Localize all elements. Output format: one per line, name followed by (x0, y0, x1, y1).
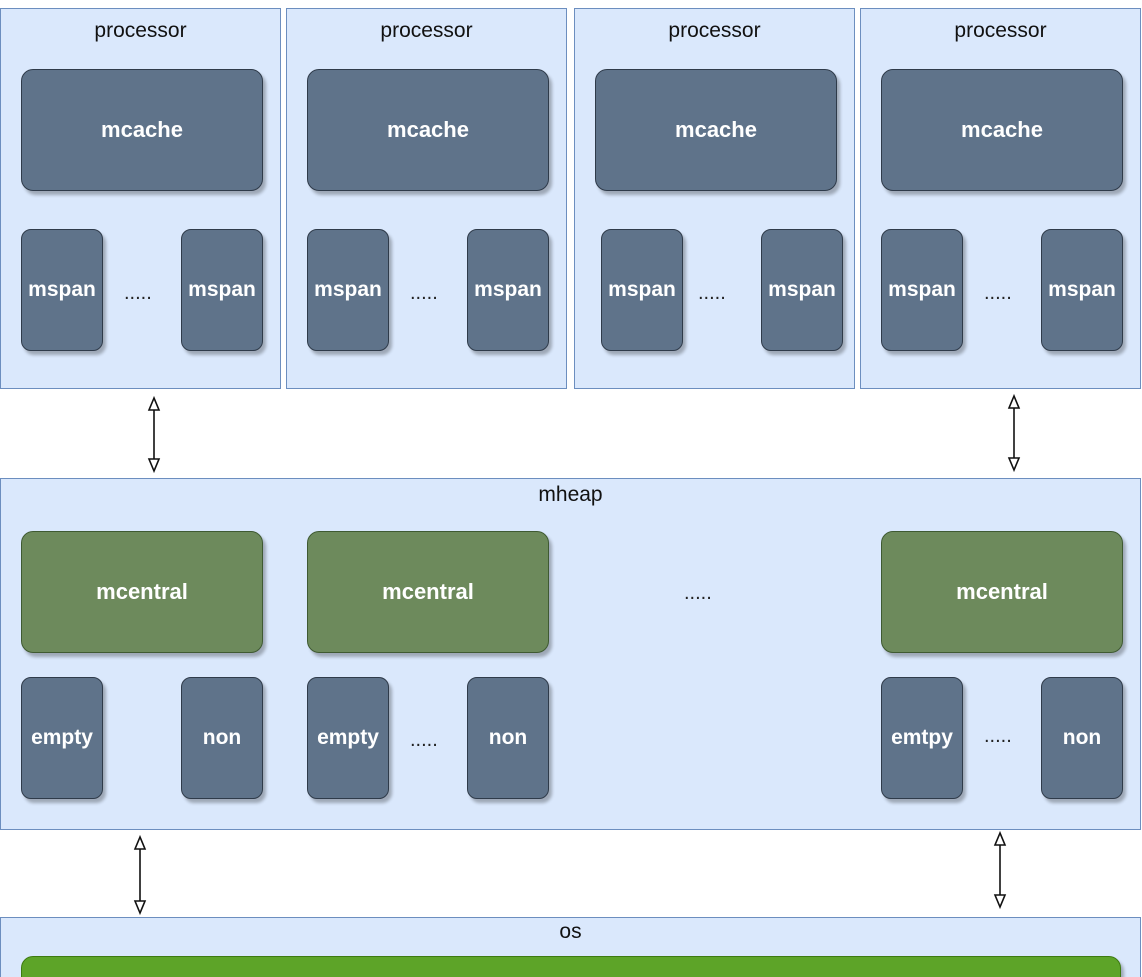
processor-title: processor (954, 19, 1047, 42)
nonempty-span-list: non (1041, 677, 1123, 799)
nonempty-span-list: non (181, 677, 263, 799)
nonempty-span-list: non (467, 677, 549, 799)
mcentral-ellipsis: ..... (684, 582, 712, 604)
span-list-ellipsis: ..... (410, 729, 438, 751)
mspan-ellipsis: ..... (698, 282, 726, 304)
processor-title: processor (668, 19, 761, 42)
mcache-box: mcache (595, 69, 837, 191)
processor-title: processor (94, 19, 187, 42)
empty-span-list: empty (21, 677, 103, 799)
mspan-ellipsis: ..... (410, 282, 438, 304)
mspan-box: mspan (181, 229, 263, 351)
mcache-box: mcache (881, 69, 1123, 191)
os-memory-box (21, 956, 1121, 977)
mspan-box: mspan (21, 229, 103, 351)
processor-title: processor (380, 19, 473, 42)
mheap-panel: mheap mcentral empty non mcentral empty … (0, 478, 1141, 830)
mcentral-box: mcentral (21, 531, 263, 653)
mspan-ellipsis: ..... (984, 282, 1012, 304)
mspan-box: mspan (467, 229, 549, 351)
mspan-ellipsis: ..... (124, 282, 152, 304)
mspan-box: mspan (761, 229, 843, 351)
span-list-ellipsis: ..... (984, 725, 1012, 747)
mcentral-box: mcentral (881, 531, 1123, 653)
mspan-box: mspan (881, 229, 963, 351)
processor-panel-2: processor mcache mspan ..... mspan (286, 8, 567, 389)
mcache-box: mcache (21, 69, 263, 191)
processor-panel-3: processor mcache mspan ..... mspan (574, 8, 855, 389)
processor-panel-4: processor mcache mspan ..... mspan (860, 8, 1141, 389)
processor-panel-1: processor mcache mspan ..... mspan (0, 8, 281, 389)
empty-span-list: emtpy (881, 677, 963, 799)
mspan-box: mspan (1041, 229, 1123, 351)
mcentral-box: mcentral (307, 531, 549, 653)
os-title: os (559, 920, 582, 943)
os-panel: os (0, 917, 1141, 977)
empty-span-list: empty (307, 677, 389, 799)
mspan-box: mspan (307, 229, 389, 351)
mcache-box: mcache (307, 69, 549, 191)
mspan-box: mspan (601, 229, 683, 351)
mheap-title: mheap (538, 483, 603, 506)
